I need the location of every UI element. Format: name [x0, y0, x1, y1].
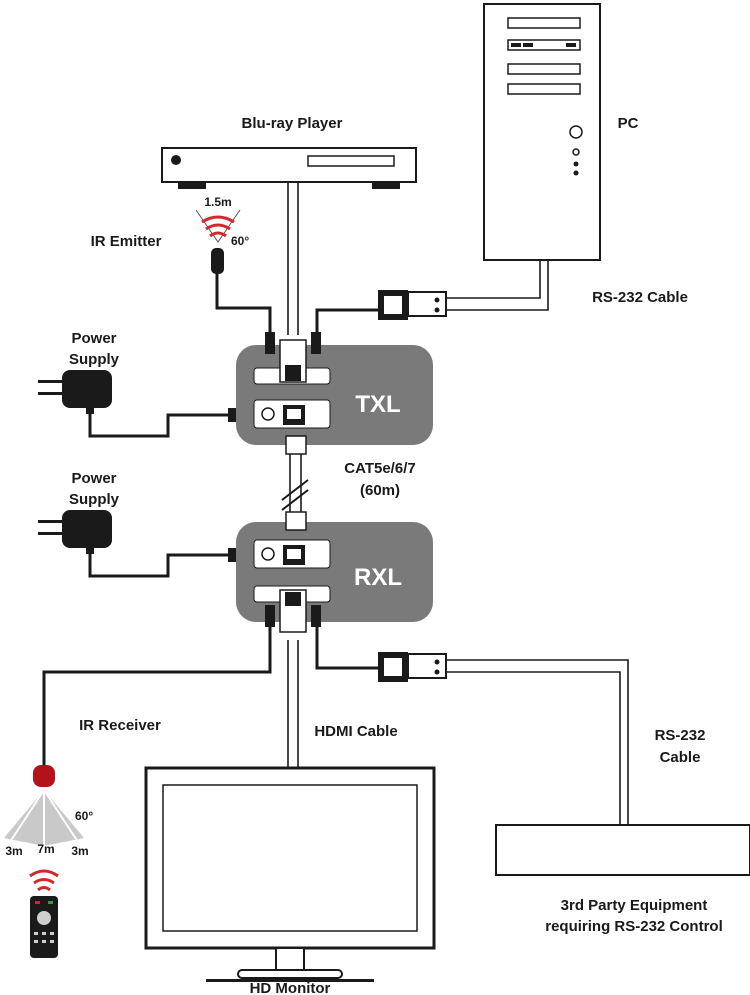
power-supply-bottom-label-2: Supply: [69, 491, 120, 508]
rs232-cable-top-label: RS-232 Cable: [592, 289, 688, 306]
ir-receiver-label: IR Receiver: [79, 717, 161, 734]
third-party-equipment: [495, 824, 750, 876]
pc-tower: [483, 3, 601, 261]
rs232-connector-top: [378, 290, 447, 320]
rs232-connector-bottom: [378, 652, 447, 682]
hd-monitor-label: HD Monitor: [250, 980, 331, 995]
ir-emitter-distance: 1.5m: [204, 195, 231, 209]
txl-unit: [236, 332, 433, 455]
bluray-player: [161, 147, 417, 189]
ir-receiver: [4, 765, 84, 892]
third-party-label-2: requiring RS-232 Control: [545, 918, 723, 935]
bluray-label: Blu-ray Player: [242, 115, 343, 132]
pc-label: PC: [618, 115, 639, 132]
cat-label-1: CAT5e/6/7: [344, 460, 415, 477]
rs232-cable-bottom-label-2: Cable: [660, 749, 701, 766]
remote-control: [30, 896, 58, 958]
ir-receiver-angle: 60°: [75, 809, 93, 823]
power-supply-top-label-1: Power: [71, 330, 116, 347]
cables: [42, 182, 629, 825]
txl-label: TXL: [355, 391, 400, 418]
power-supply-bottom-label-1: Power: [71, 470, 116, 487]
power-supply-top-label-2: Supply: [69, 351, 120, 368]
ir-emitter-label: IR Emitter: [91, 233, 162, 250]
rs232-cable-bottom-label-1: RS-232: [655, 727, 706, 744]
rxl-unit: [236, 511, 433, 633]
ir-emitter: [195, 209, 241, 274]
rxl-label: RXL: [354, 564, 402, 591]
hdmi-cable-label: HDMI Cable: [314, 723, 397, 740]
ir-receiver-dist-left: 3m: [5, 844, 22, 858]
third-party-label-1: 3rd Party Equipment: [561, 897, 708, 914]
cat-label-2: (60m): [360, 482, 400, 499]
cable-break-mark: [281, 479, 309, 511]
hd-monitor: [144, 766, 436, 982]
ir-receiver-dist-center: 7m: [37, 842, 54, 856]
ir-receiver-dist-right: 3m: [71, 844, 88, 858]
ir-emitter-angle: 60°: [231, 234, 249, 248]
